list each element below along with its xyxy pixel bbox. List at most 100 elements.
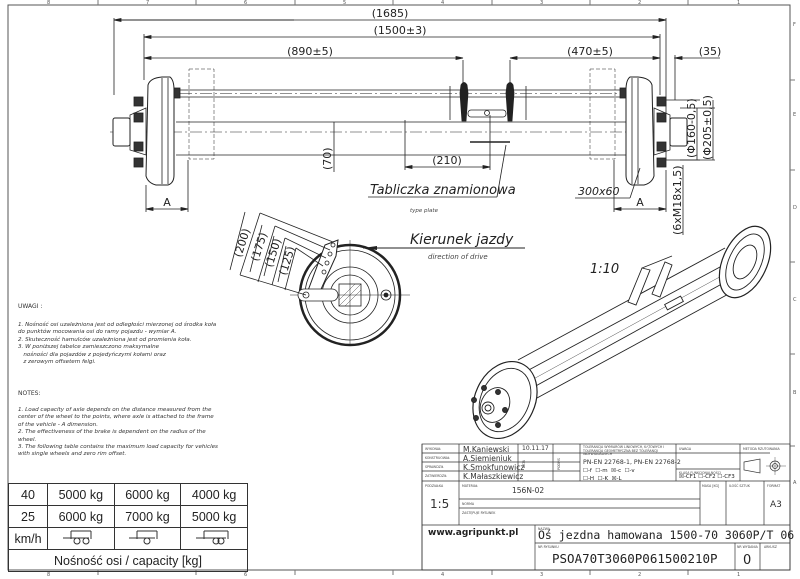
label-sheet: Arkusz xyxy=(764,545,777,549)
table-row: 40 5000 kg 6000 kg 4000 kg xyxy=(8,483,248,506)
label-designed: Konstruował xyxy=(425,456,450,460)
label-format: Format xyxy=(767,484,781,488)
label-replaces: Zastępuje rysunek xyxy=(462,511,496,515)
direction-label-en: direction of drive xyxy=(428,253,488,261)
vehicle-icon-cell xyxy=(180,527,248,550)
notes-pl-heading: UWAGI : xyxy=(18,303,43,310)
zone-label-top: 1 xyxy=(737,0,741,6)
dim-studs: (6xM18x1,5) xyxy=(671,165,684,235)
zone-label-bottom: 1 xyxy=(737,572,741,578)
direction-label: Kierunek jazdy xyxy=(410,232,514,248)
dim-a-right: A xyxy=(636,196,644,209)
checkbox-f: ☐-f xyxy=(583,468,592,474)
zone-label-top: 2 xyxy=(638,0,642,6)
zone-label-right: E xyxy=(793,112,797,118)
capacity-table: 40 5000 kg 6000 kg 4000 kg 25 6000 kg 70… xyxy=(8,483,248,572)
axle-isometric-view xyxy=(471,225,772,440)
capacity-cell: 5000 kg xyxy=(47,483,115,506)
checkbox-cf1: ☒-CF1 xyxy=(679,474,697,480)
website-link[interactable]: www.agripunkt.pl xyxy=(428,528,519,538)
trailer-tridem-icon xyxy=(196,530,229,545)
checkbox-cf2: ☐-CF2 xyxy=(698,474,716,480)
zone-label-top: 3 xyxy=(540,0,544,6)
drawn-by: M.Kaniewski xyxy=(463,445,510,454)
label-issue-no: Nr wydania xyxy=(737,545,758,549)
capacity-cell: 6000 kg xyxy=(113,483,182,506)
zone-label-right: B xyxy=(793,390,797,396)
table-row: km/h xyxy=(8,527,248,550)
zone-label-bottom: 6 xyxy=(244,572,248,578)
checkbox-v: ☐-v xyxy=(624,468,635,474)
dim-pcd-inner: (Φ160-0,5) xyxy=(685,98,698,158)
sheet-border xyxy=(7,4,791,571)
iso-scale-label: 1:10 xyxy=(590,262,619,277)
issue-number: 0 xyxy=(743,553,752,568)
zone-label-top: 6 xyxy=(244,0,248,6)
material-value: 156N-02 xyxy=(512,486,545,495)
axle-front-view xyxy=(110,18,720,235)
label-tolerances: Tolerancja wymiarów liniowych, kątowych … xyxy=(583,445,665,457)
drawing-title: Oś jezdna hamowana 1500-70 3060P/T 06 xyxy=(538,528,795,542)
type-plate-label: Tabliczka znamionowa xyxy=(370,183,516,198)
notes-en-text: 1. Load capacity of axle depends on the … xyxy=(18,407,218,458)
label-name: Nazwa xyxy=(538,527,550,531)
label-projection: Metoda rzutowania xyxy=(743,447,780,451)
label-scale: Podziałka xyxy=(425,484,444,488)
label-drawn: Wykonał xyxy=(425,447,441,451)
checked-by: K.Smokfunowicz xyxy=(463,463,525,472)
checkbox-k: ☐-K xyxy=(597,476,609,482)
checkbox-h: ☐-H xyxy=(583,476,595,482)
speed-cell: 25 xyxy=(8,505,48,528)
drawing-number: PSOA70T3060P061500210P xyxy=(552,551,718,566)
trailer-single-icon xyxy=(129,530,158,545)
label-function-class: Klasa funkcjonalności xyxy=(679,471,721,475)
zone-label-top: 8 xyxy=(47,0,51,6)
label-remarks: Uwaga xyxy=(679,447,692,451)
zone-label-right: F xyxy=(793,22,796,28)
label-standard: Norma xyxy=(462,502,475,506)
unit-cell: km/h xyxy=(8,527,48,550)
table-row: Nośność osi / capacity [kg] xyxy=(8,549,248,572)
dim-track-width: (1500±3) xyxy=(374,24,427,37)
label-mass: Masa [kg] xyxy=(702,484,720,488)
label-signature: Podpis xyxy=(556,458,561,470)
label-material: Materiał xyxy=(462,484,478,488)
dim-a-left: A xyxy=(163,196,171,209)
table-row: 25 6000 kg 7000 kg 5000 kg xyxy=(8,505,248,528)
dim-offset: (35) xyxy=(699,45,722,58)
notes-en-heading: NOTES: xyxy=(18,390,41,397)
capacity-cell: 4000 kg xyxy=(180,483,248,506)
brake-side-view xyxy=(229,211,410,347)
vehicle-icon-cell xyxy=(113,527,182,550)
tolerance-standard: PN-EN 22768-1, PN-EN 22768-2 xyxy=(583,459,681,466)
notes-pl-text: 1. Nośność osi uzależniona jest od odleg… xyxy=(18,322,217,366)
capacity-cell: 7000 kg xyxy=(113,505,182,528)
cf-classes: ☒-CF1 ☐-CF2 ☐-CF3 xyxy=(679,474,735,480)
capacity-cell: 5000 kg xyxy=(180,505,248,528)
type-plate-label-en: type plate xyxy=(410,208,439,214)
date: 10.11.17 xyxy=(522,445,549,452)
trailer-tandem-icon xyxy=(62,530,92,545)
zone-label-right: A xyxy=(793,480,797,486)
zone-label-bottom: 3 xyxy=(540,572,544,578)
zone-label-right: D xyxy=(793,205,797,211)
format-value: A3 xyxy=(770,500,782,510)
direction-arrow-head xyxy=(363,246,377,250)
checkbox-m: ☐-m xyxy=(595,468,608,474)
capacity-footer: Nośność osi / capacity [kg] xyxy=(8,549,248,572)
dim-plate-offset: (210) xyxy=(432,154,462,167)
zone-label-top: 4 xyxy=(441,0,445,6)
speed-cell: 40 xyxy=(8,483,48,506)
dim-square-section: (70) xyxy=(321,147,334,170)
capacity-cell: 6000 kg xyxy=(47,505,115,528)
checkbox-cf3: ☐-CF3 xyxy=(717,474,735,480)
label-checked: Sprawdził xyxy=(425,465,444,469)
approved-by: K.Małaszkiewicz xyxy=(463,472,524,481)
dim-right-mount: (470±5) xyxy=(567,45,613,58)
zone-label-bottom: 4 xyxy=(441,572,445,578)
designed-by: A.Siemieniuk xyxy=(463,454,512,463)
zone-label-bottom: 8 xyxy=(47,572,51,578)
label-drawing-no: Nr rysunku xyxy=(538,545,559,549)
checkbox-c: ☒-c xyxy=(611,468,622,474)
